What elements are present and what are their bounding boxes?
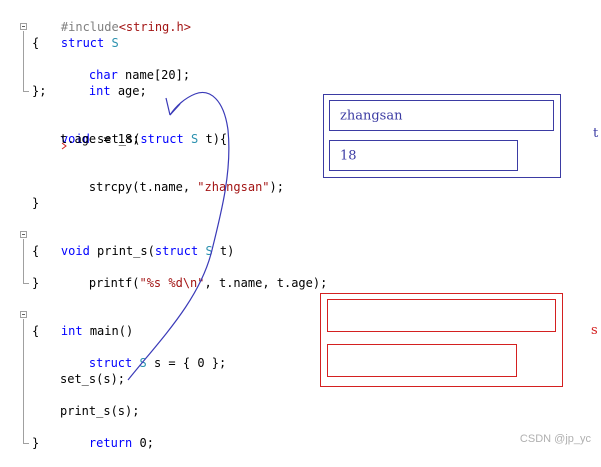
code-line-brace: { — [32, 323, 39, 339]
code-text: main() — [89, 324, 134, 338]
keyword: struct — [88, 356, 133, 370]
fold-toggle-struct[interactable] — [20, 23, 27, 30]
preprocessor-directive: #include — [60, 20, 119, 34]
t-name-cell: zhangsan — [329, 100, 554, 131]
fold-guide-end — [23, 443, 29, 444]
code-line-print-s-end: } — [32, 275, 39, 291]
code-text: 0; — [139, 436, 154, 450]
code-text: { — [32, 244, 40, 258]
code-line-strcpy: strcpy(t.name, "zhangsan"); — [60, 163, 284, 194]
code-text: { — [32, 36, 40, 50]
fold-guide — [23, 239, 24, 283]
keyword: return — [88, 436, 133, 450]
code-line-struct-end: }; — [32, 83, 46, 99]
fold-guide — [23, 319, 24, 443]
include-file: <string.h> — [118, 20, 191, 34]
keyword: char — [88, 68, 118, 82]
s-name-cell — [327, 299, 556, 332]
s-label: s — [591, 323, 598, 338]
s-age-cell — [327, 344, 517, 377]
keyword: struct — [154, 244, 199, 258]
keyword: struct — [140, 132, 184, 146]
code-line-printf: printf("%s %d\n", t.name, t.age); — [60, 259, 327, 290]
code-line-struct-init: struct S s = { 0 }; — [60, 339, 226, 370]
code-text: strcpy(t.name, — [88, 180, 198, 194]
code-line-include: #include<string.h> — [32, 3, 191, 34]
type-name: S — [139, 356, 147, 370]
type-name: S — [205, 244, 213, 258]
code-text: , t.name, t.age); — [204, 276, 328, 290]
code-text: } — [32, 276, 40, 290]
code-text: { — [32, 324, 40, 338]
t-name-value: zhangsan — [340, 108, 403, 123]
code-line-set-s-call: set_s(s); — [60, 371, 125, 387]
t-age-value: 18 — [340, 148, 357, 163]
function-name: set_s( — [97, 132, 141, 146]
code-text: print_s(s); — [60, 404, 140, 418]
string-literal: "zhangsan" — [197, 180, 270, 194]
code-text: ); — [269, 180, 284, 194]
type-name: S — [111, 36, 119, 50]
annotation-arrow — [61, 92, 230, 381]
string-literal: "%s %d\n" — [139, 276, 205, 290]
function-name: print_s( — [97, 244, 155, 258]
code-line-brace: { — [32, 35, 39, 51]
t-age-cell: 18 — [329, 140, 518, 171]
code-text: s = { 0 }; — [153, 356, 227, 370]
fold-guide-end — [23, 283, 29, 284]
code-line-return: return 0; — [60, 419, 154, 450]
watermark: CSDN @jp_yc — [519, 433, 591, 445]
code-line-print-s-decl: void print_s(struct S t) — [32, 227, 234, 258]
code-text: printf( — [88, 276, 140, 290]
code-text: }; — [32, 84, 47, 98]
code-line-brace: { — [32, 243, 39, 259]
code-line-set-s-end: } — [32, 195, 39, 211]
code-text: t){ — [205, 132, 228, 146]
code-text: t) — [219, 244, 235, 258]
code-line-field-name: char name[20]; — [60, 51, 190, 82]
code-line-field-age: int age; — [60, 67, 147, 98]
code-line-assign-age: t.age = 18; — [60, 131, 139, 147]
fold-guide-end — [23, 91, 29, 92]
code-text: t.age = 18; — [60, 132, 140, 146]
fold-toggle-main[interactable] — [20, 311, 27, 318]
code-text: } — [32, 196, 40, 210]
t-label: t — [593, 126, 599, 141]
code-line-print-s-call: print_s(s); — [60, 403, 139, 419]
struct-s-box — [320, 293, 563, 387]
keyword: int — [60, 324, 83, 338]
keyword: void — [60, 132, 90, 146]
type-name: S — [191, 132, 199, 146]
fold-toggle-print-s[interactable] — [20, 231, 27, 238]
code-line-main-decl: int main() — [32, 307, 133, 338]
code-text: } — [32, 436, 40, 450]
keyword: int — [88, 84, 111, 98]
code-text: name[20]; — [125, 68, 191, 82]
code-editor[interactable]: #include<string.h> struct S { char name[… — [0, 0, 601, 451]
keyword: void — [60, 244, 90, 258]
code-text: age; — [117, 84, 147, 98]
code-text: set_s(s); — [60, 372, 126, 386]
struct-t-box: zhangsan 18 — [323, 94, 561, 178]
keyword: struct — [60, 36, 105, 50]
code-line-struct-decl: struct S — [32, 19, 119, 50]
code-line-main-end: } — [32, 435, 39, 451]
fold-guide — [23, 31, 24, 91]
code-line-set-s-decl: void set_s(struct S t){ — [32, 115, 227, 146]
